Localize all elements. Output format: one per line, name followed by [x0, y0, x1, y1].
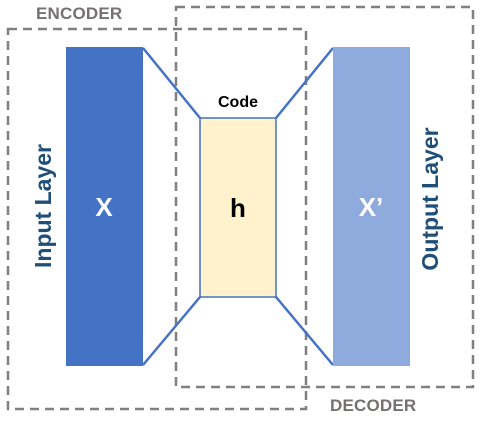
connector-output-top: [275, 47, 334, 119]
output-layer-label: Output Layer: [417, 127, 443, 270]
decoder-label: DECODER: [330, 396, 416, 415]
encoder-label: ENCODER: [36, 4, 122, 23]
connector-output-bottom: [275, 296, 334, 366]
connector-input-bottom: [142, 296, 201, 366]
connector-input-top: [142, 47, 201, 119]
input-layer-label: Input Layer: [30, 144, 56, 268]
encoder-box: [6, 27, 308, 411]
output-symbol: X’: [359, 192, 384, 222]
decoder-box: [174, 5, 475, 389]
code-title: Code: [218, 94, 258, 111]
code-block: [199, 117, 277, 298]
input-symbol: X: [95, 192, 113, 222]
output-block: [333, 47, 410, 366]
code-symbol: h: [230, 193, 246, 223]
input-block: [66, 47, 143, 366]
